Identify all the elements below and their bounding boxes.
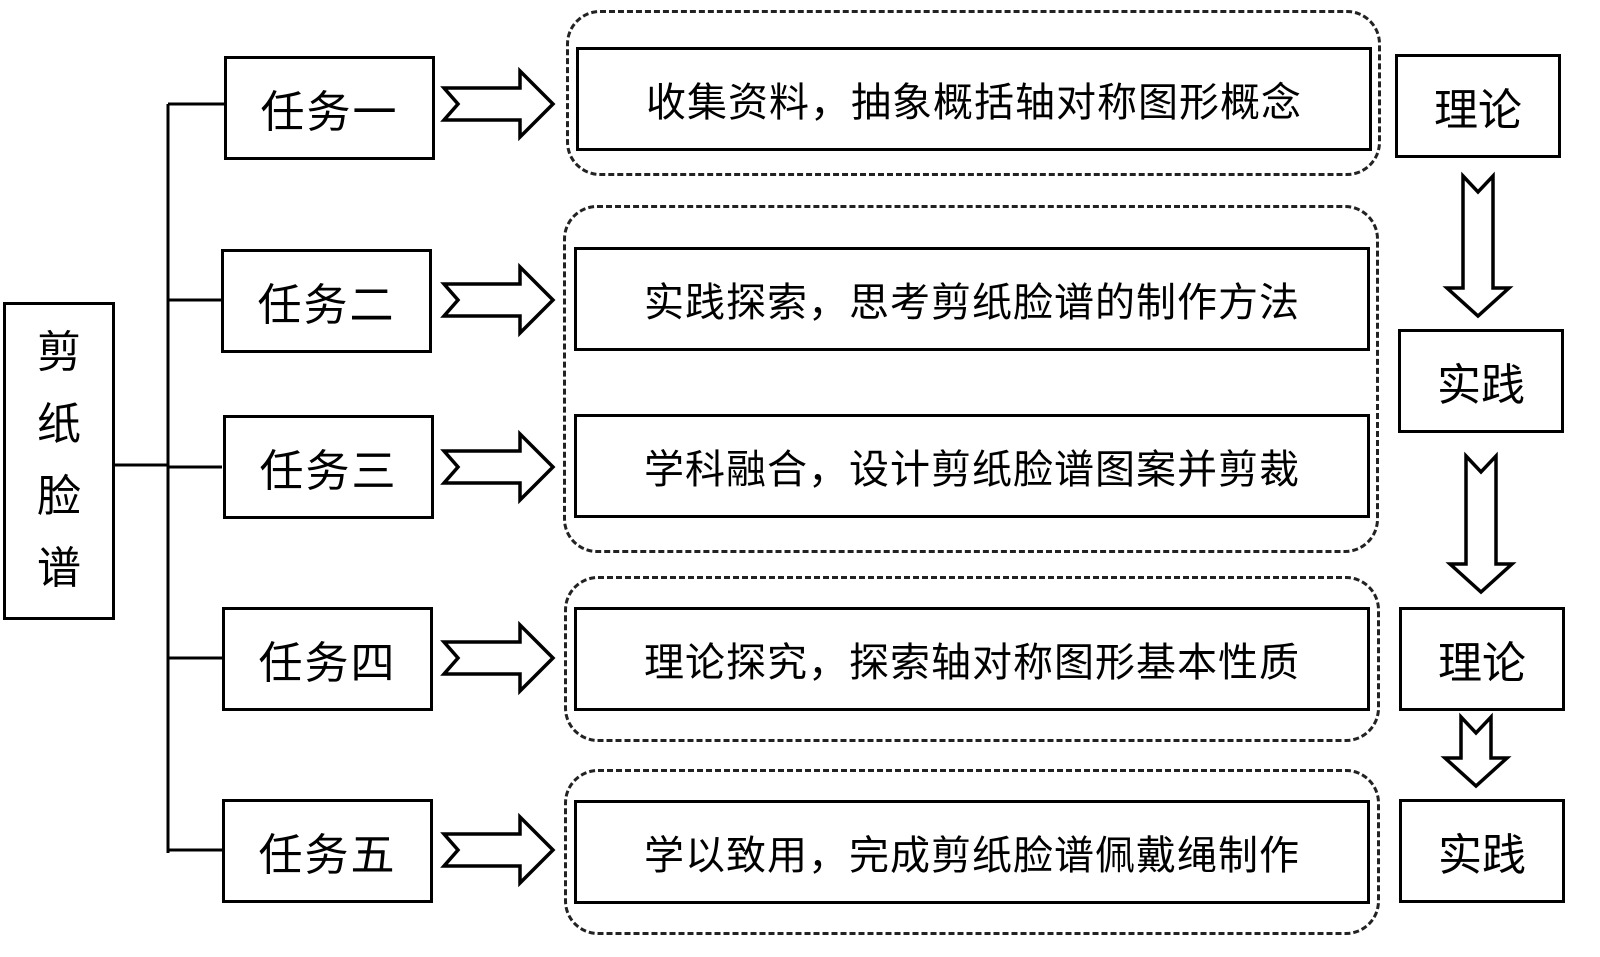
- phase-box-2: 实践: [1398, 329, 1564, 433]
- description-text: 收集资料，抽象概括轴对称图形概念: [646, 80, 1302, 126]
- task-box-2: 任务二: [221, 249, 432, 353]
- task-description-2: 实践探索，思考剪纸脸谱的制作方法: [574, 247, 1370, 351]
- group-theory-2: [564, 576, 1380, 742]
- right-arrow-icon: [440, 812, 556, 888]
- phase-label: 实践: [1438, 830, 1526, 881]
- task-description-1: 收集资料，抽象概括轴对称图形概念: [576, 47, 1372, 151]
- phase-label: 理论: [1434, 85, 1522, 136]
- right-arrow-icon: [440, 620, 556, 696]
- phase-box-3: 理论: [1399, 607, 1565, 711]
- task-box-4: 任务四: [222, 607, 433, 711]
- description-text: 实践探索，思考剪纸脸谱的制作方法: [644, 280, 1300, 326]
- group-practice-1: [563, 205, 1379, 553]
- root-char: 剪: [37, 327, 81, 378]
- right-arrow-icon: [440, 66, 556, 142]
- phase-box-4: 实践: [1399, 799, 1565, 903]
- down-arrow-icon: [1440, 712, 1512, 789]
- description-text: 理论探究，探索轴对称图形基本性质: [644, 640, 1300, 686]
- group-theory-1: [566, 10, 1381, 176]
- description-text: 学以致用，完成剪纸脸谱佩戴绳制作: [644, 833, 1300, 879]
- task-box-1: 任务一: [224, 56, 435, 160]
- task-label: 任务四: [258, 638, 397, 689]
- task-label: 任务二: [257, 280, 396, 331]
- description-text: 学科融合，设计剪纸脸谱图案并剪裁: [644, 447, 1300, 493]
- task-box-5: 任务五: [222, 799, 433, 903]
- task-description-4: 理论探究，探索轴对称图形基本性质: [574, 607, 1370, 711]
- task-label: 任务一: [260, 87, 399, 138]
- root-char: 脸: [37, 471, 81, 522]
- right-arrow-icon: [440, 262, 556, 338]
- group-practice-2: [564, 769, 1380, 935]
- phase-label: 实践: [1437, 360, 1525, 411]
- right-arrow-icon: [440, 429, 556, 505]
- task-label: 任务三: [259, 446, 398, 497]
- task-description-5: 学以致用，完成剪纸脸谱佩戴绳制作: [574, 800, 1370, 904]
- root-char: 谱: [37, 543, 81, 594]
- task-box-3: 任务三: [223, 415, 434, 519]
- phase-box-1: 理论: [1395, 54, 1561, 158]
- task-label: 任务五: [258, 830, 397, 881]
- phase-label: 理论: [1438, 638, 1526, 689]
- task-description-3: 学科融合，设计剪纸脸谱图案并剪裁: [574, 414, 1370, 518]
- root-topic-box: 剪 纸 脸 谱: [3, 302, 115, 620]
- root-char: 纸: [37, 399, 81, 450]
- down-arrow-icon: [1442, 171, 1514, 319]
- down-arrow-icon: [1445, 451, 1517, 595]
